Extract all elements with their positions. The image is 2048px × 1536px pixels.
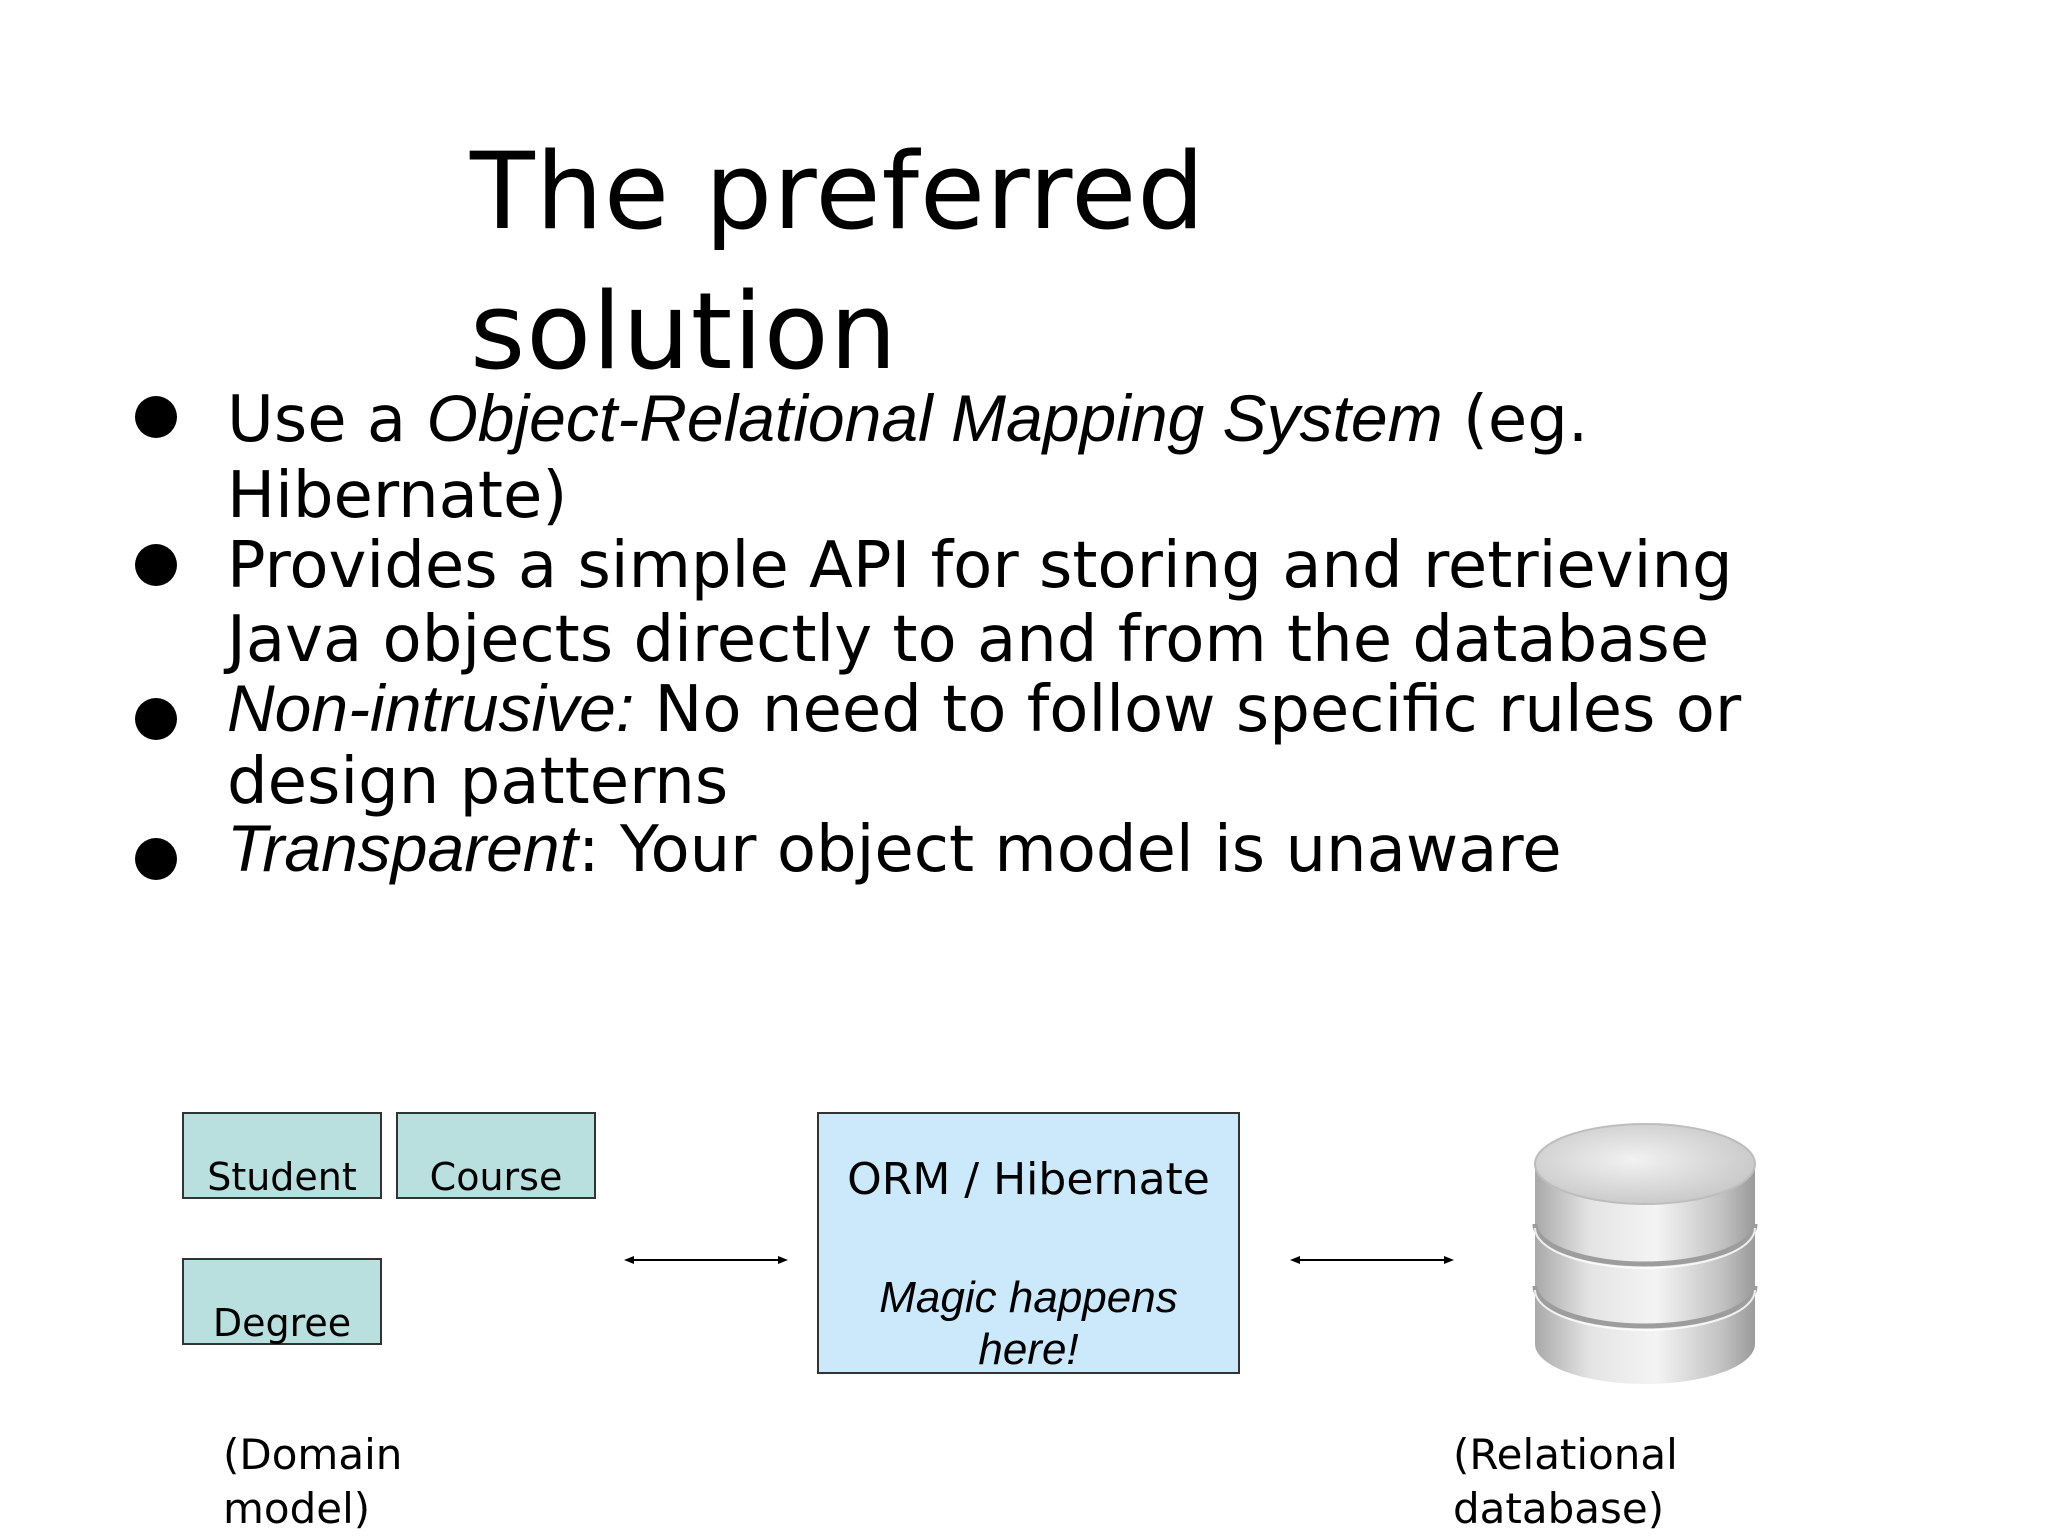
- bullet-text: Use a Object-Relational Mapping System (…: [227, 380, 1827, 534]
- bullet-prefix: Use a: [227, 383, 427, 457]
- orm-box: ORM / Hibernate Magic happens here!: [817, 1112, 1240, 1374]
- orm-subtitle: Magic happens here!: [879, 1273, 1178, 1374]
- bullet-suffix: (eg. Hibernate): [227, 383, 1589, 533]
- domain-model-caption: (Domain model): [223, 1430, 403, 1533]
- bullet-dot-icon: [135, 698, 177, 740]
- bullet-emphasis: Transparent: [227, 811, 578, 885]
- bullet-suffix: : Your object model is unaware: [577, 813, 1562, 887]
- double-arrow-orm-db: [1290, 1256, 1454, 1264]
- orm-title: ORM / Hibernate: [847, 1154, 1210, 1205]
- domain-class-student: Student: [182, 1112, 382, 1199]
- double-arrow-domain-orm: [624, 1256, 788, 1264]
- bullet-text: Transparent: Your object model is unawar…: [227, 812, 1827, 886]
- bullet-dot-icon: [135, 544, 177, 586]
- database-icon: [1532, 1123, 1758, 1384]
- bullet-prefix: Provides a simple API for storing and re…: [227, 529, 1733, 677]
- domain-class-label: Course: [429, 1155, 563, 1199]
- bullet-dot-icon: [135, 396, 177, 438]
- bullet-suffix: No need to follow specific rules or desi…: [227, 673, 1742, 819]
- domain-class-degree: Degree: [182, 1258, 382, 1345]
- bullet-dot-icon: [135, 838, 177, 880]
- bullet-emphasis: Non-intrusive:: [227, 671, 635, 745]
- slide-title: The preferred solution: [470, 130, 1206, 393]
- relational-database-caption: (Relational database): [1453, 1430, 1678, 1533]
- domain-class-label: Student: [207, 1155, 357, 1199]
- bullet-emphasis: Object-Relational Mapping System: [426, 381, 1443, 455]
- domain-class-label: Degree: [212, 1301, 352, 1345]
- bullet-text: Non-intrusive: No need to follow specifi…: [227, 672, 1827, 818]
- bullet-text: Provides a simple API for storing and re…: [227, 530, 1827, 676]
- domain-class-course: Course: [396, 1112, 596, 1199]
